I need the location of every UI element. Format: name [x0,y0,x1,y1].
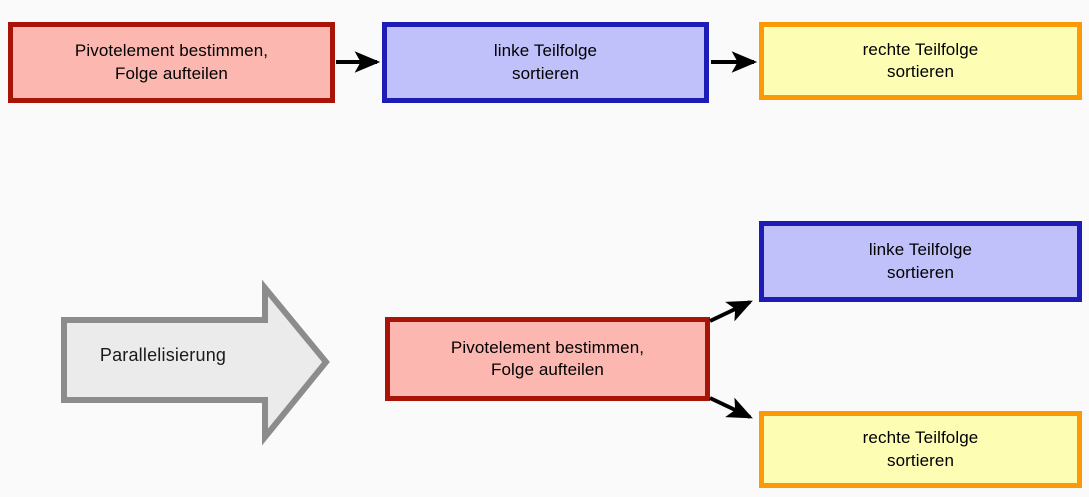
node-sequential-right-subsequence[interactable]: rechte Teilfolge sortieren [759,22,1082,100]
node-parallel-pivot[interactable]: Pivotelement bestimmen, Folge aufteilen [385,317,710,401]
node-parallel-left-subsequence[interactable]: linke Teilfolge sortieren [759,221,1082,302]
node-sequential-left-subsequence[interactable]: linke Teilfolge sortieren [382,22,709,103]
node-sequential-pivot[interactable]: Pivotelement bestimmen, Folge aufteilen [8,22,335,103]
node-parallel-right-subsequence[interactable]: rechte Teilfolge sortieren [759,411,1082,488]
connector-par-pivot-to-right [709,396,753,419]
parallelization-block-arrow-icon [55,280,335,450]
parallelization-label: Parallelisierung [99,345,227,365]
connector-par-pivot-to-left [709,300,753,323]
